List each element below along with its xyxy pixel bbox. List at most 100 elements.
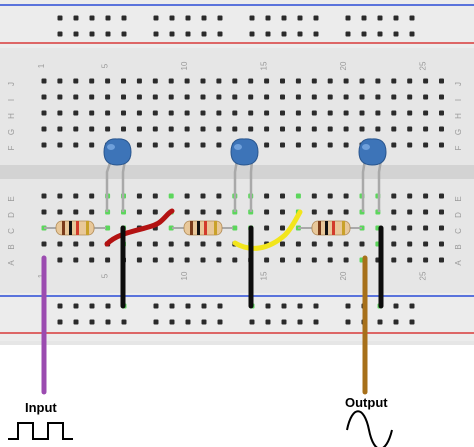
hole [343, 241, 349, 247]
rail-hole [361, 15, 367, 21]
hole [391, 257, 397, 263]
hole [232, 94, 238, 100]
rail-hole [313, 319, 319, 325]
rail-hole [185, 15, 191, 21]
hole [89, 110, 95, 116]
hole [200, 193, 206, 199]
row-letter-label: J [7, 82, 16, 86]
hole [73, 78, 79, 84]
hole [216, 126, 222, 132]
hole [359, 241, 365, 247]
hole [327, 78, 333, 84]
hole [391, 241, 397, 247]
rail-hole [217, 31, 223, 37]
hole [311, 110, 317, 116]
row-letter-label: B [454, 244, 463, 249]
rail-hole [345, 319, 351, 325]
hole [136, 126, 142, 132]
hole [168, 142, 174, 148]
hole [200, 110, 206, 116]
hole [152, 257, 158, 263]
hole [41, 241, 47, 247]
row-letter-label: A [454, 260, 463, 266]
hole [311, 241, 317, 247]
rail-hole [249, 15, 255, 21]
hole [121, 110, 126, 116]
row-letter-label: A [7, 260, 16, 266]
hole [216, 241, 222, 247]
hole [327, 142, 333, 148]
hole-active [105, 225, 111, 231]
hole [57, 94, 63, 100]
rail-hole [313, 15, 319, 21]
hole [105, 110, 111, 116]
hole [216, 257, 222, 263]
rail-hole [265, 319, 271, 325]
hole [200, 126, 206, 132]
rail-hole [201, 319, 207, 325]
column-number-label: 10 [180, 271, 189, 280]
hole [184, 193, 190, 199]
hole [391, 193, 397, 199]
hole [280, 209, 285, 215]
hole [57, 241, 63, 247]
hole [295, 110, 301, 116]
hole [73, 209, 79, 215]
column-number-label: 15 [260, 61, 269, 70]
hole [248, 110, 254, 116]
rail-hole [249, 31, 255, 37]
hole [41, 78, 47, 84]
hole [184, 78, 190, 84]
hole [89, 241, 95, 247]
hole [327, 209, 333, 215]
row-letter-label: E [454, 196, 463, 201]
hole-active [168, 225, 174, 231]
rail-hole [89, 15, 95, 21]
power-rail-top [0, 0, 474, 48]
hole [152, 193, 158, 199]
hole [200, 241, 206, 247]
hole [73, 193, 79, 199]
hole [168, 78, 174, 84]
hole [264, 126, 270, 132]
hole [264, 257, 270, 263]
row-letter-label: H [454, 113, 463, 119]
hole [105, 257, 111, 263]
rail-hole [281, 303, 287, 309]
hole [375, 78, 381, 84]
rail-hole [169, 15, 175, 21]
hole [152, 78, 158, 84]
hole [311, 209, 317, 215]
hole [280, 126, 285, 132]
row-letter-label: C [7, 228, 16, 234]
hole [423, 110, 429, 116]
hole [439, 209, 444, 215]
column-number-label: 1 [37, 63, 46, 68]
hole [407, 193, 413, 199]
hole [73, 241, 79, 247]
hole [216, 142, 222, 148]
hole [423, 78, 429, 84]
hole [280, 241, 285, 247]
rail-hole [153, 319, 159, 325]
rail-hole [217, 15, 223, 21]
rail-hole [345, 303, 351, 309]
hole [136, 193, 142, 199]
hole [375, 110, 381, 116]
rail-hole [377, 31, 383, 37]
hole [184, 126, 190, 132]
rail-hole [153, 31, 159, 37]
rail-hole [73, 15, 79, 21]
power-rail-bottom [0, 293, 474, 341]
hole [423, 126, 429, 132]
hole [439, 110, 444, 116]
hole [311, 78, 317, 84]
hole [184, 241, 190, 247]
hole [136, 94, 142, 100]
hole [343, 78, 349, 84]
hole [391, 142, 397, 148]
hole [168, 110, 174, 116]
rail-hole [249, 319, 255, 325]
rail-hole [265, 31, 271, 37]
hole [41, 126, 47, 132]
